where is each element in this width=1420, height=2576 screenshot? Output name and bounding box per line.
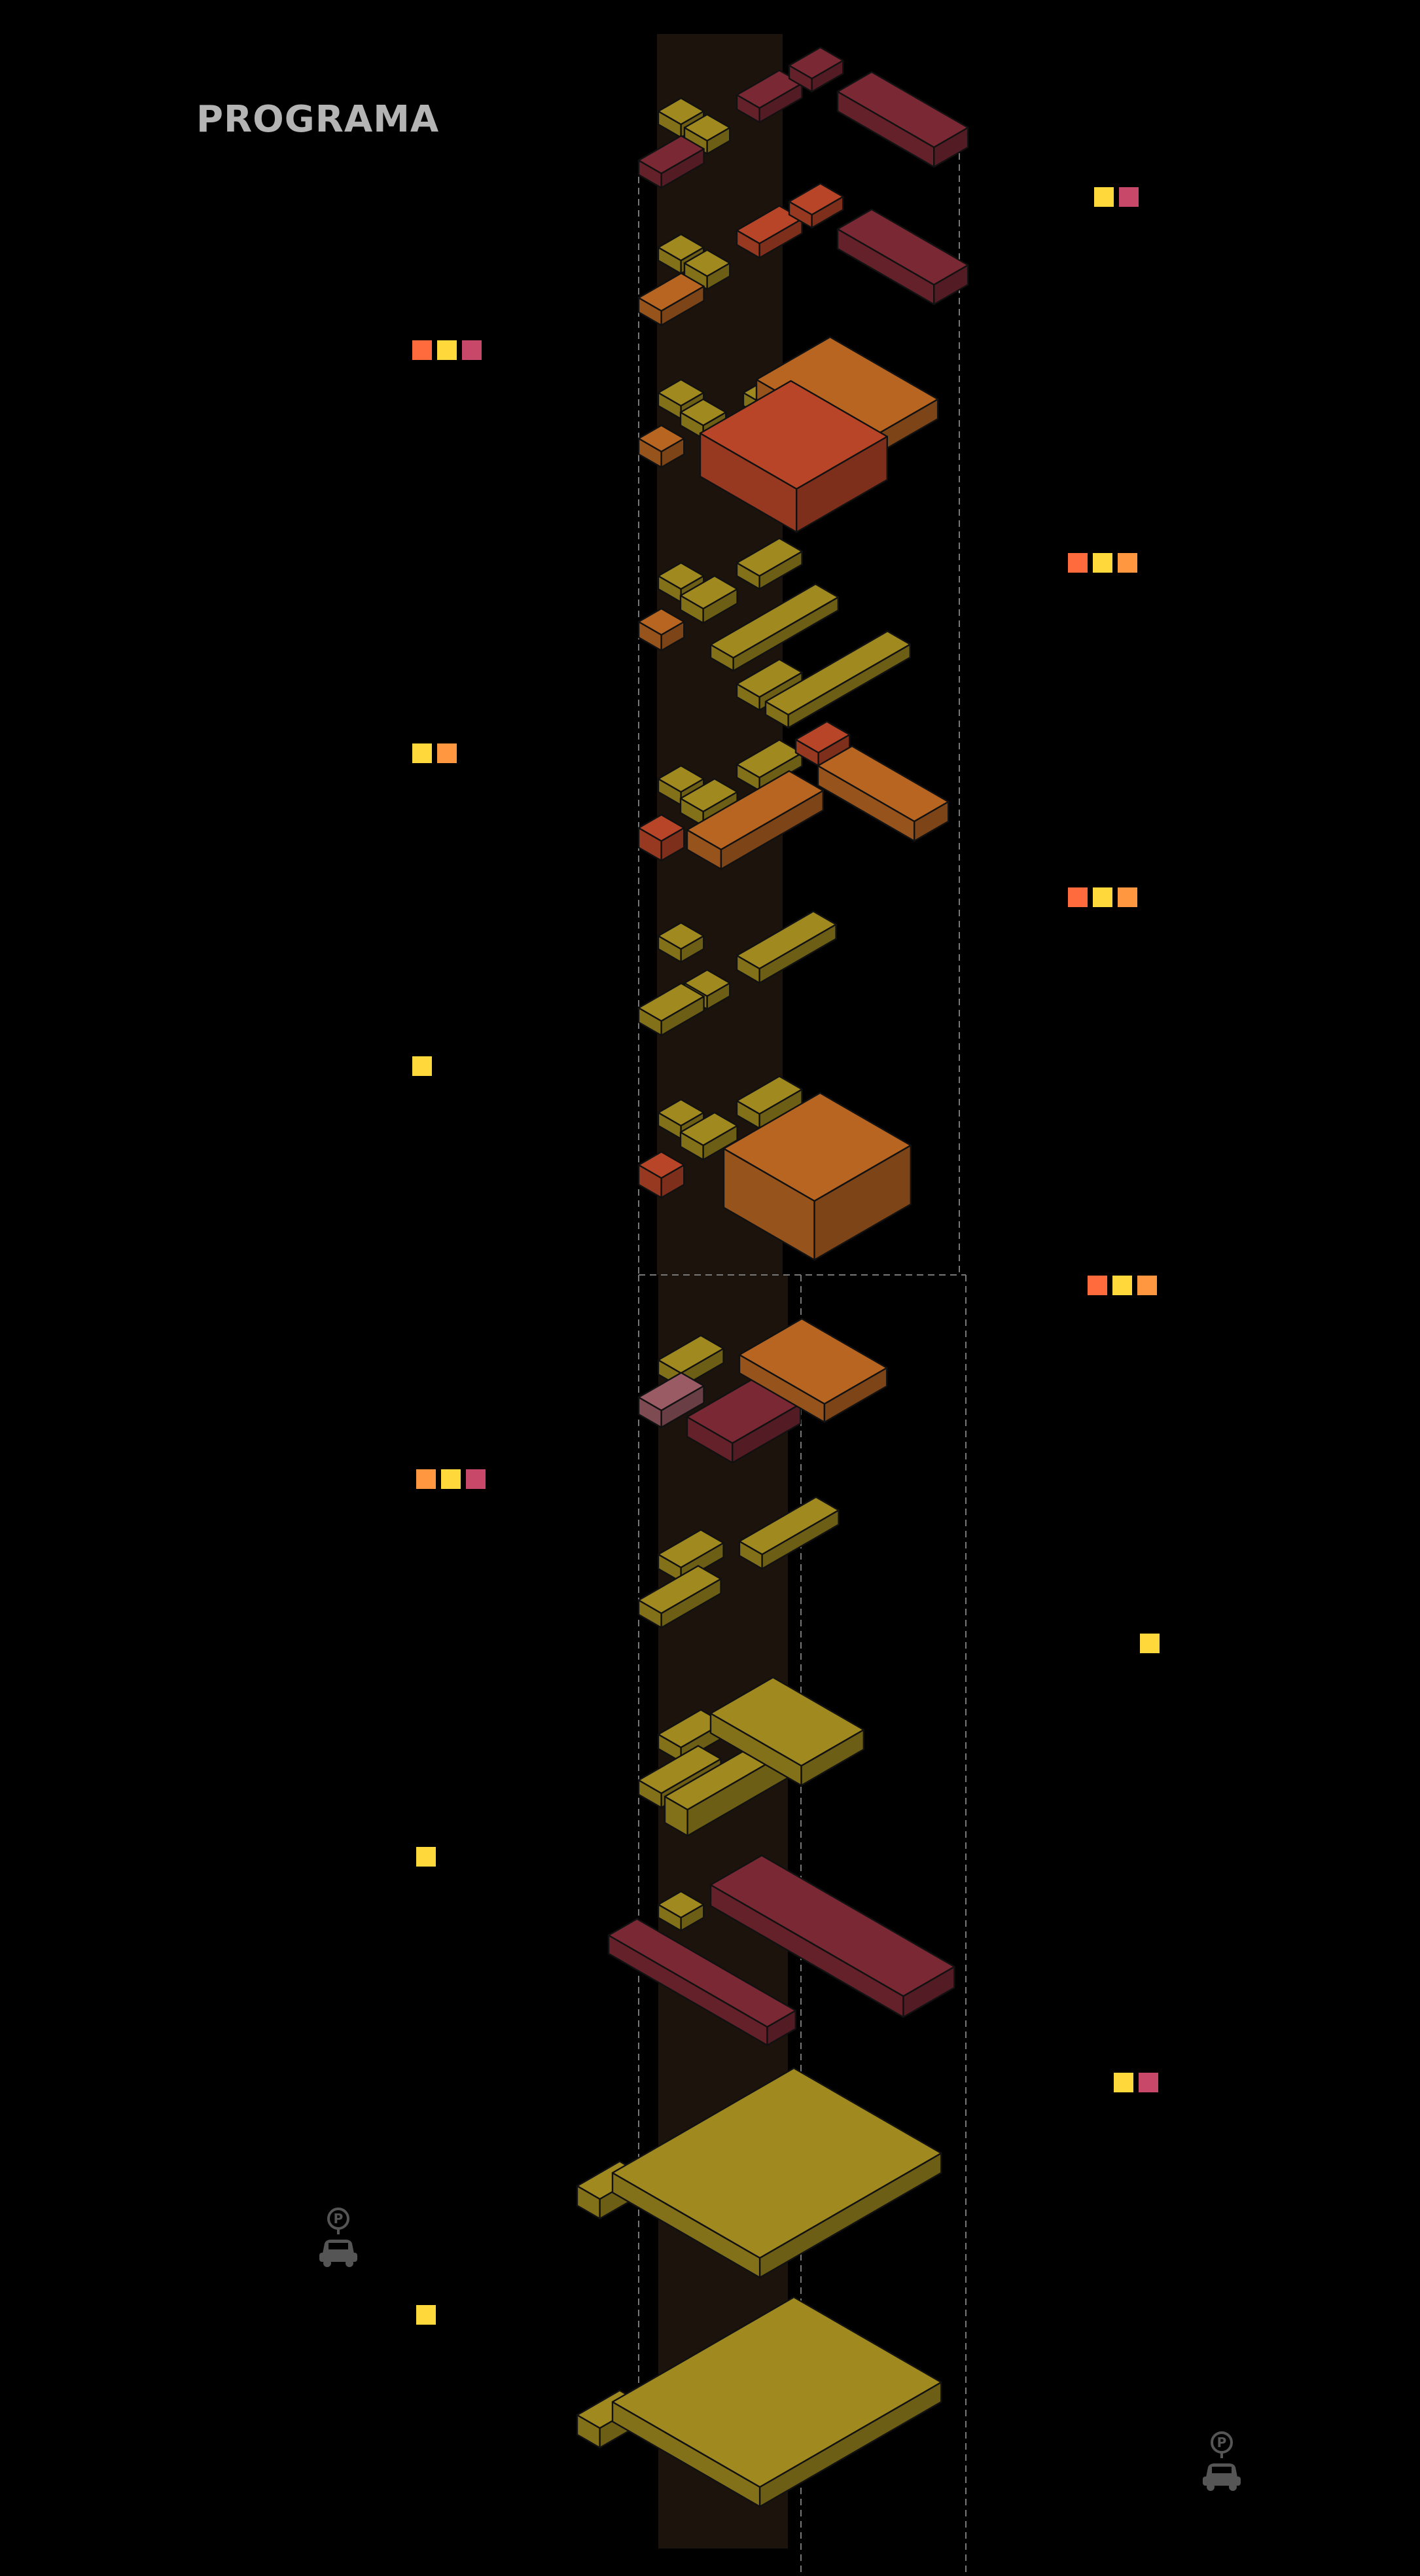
legend-floor-12 (416, 2305, 436, 2325)
legend-swatch-yellow (416, 2305, 436, 2325)
legend-swatch-yellow (412, 743, 432, 763)
legend-floor-05 (1068, 887, 1137, 907)
legend-swatch-orange (1118, 887, 1137, 907)
legend-swatch-pink (1139, 2073, 1158, 2092)
legend-floor-07 (1088, 1276, 1157, 1295)
legend-floor-06 (412, 1056, 432, 1076)
legend-swatch-orange (437, 743, 457, 763)
legend-swatch-yellow (1093, 553, 1112, 573)
legend-floor-03 (1068, 553, 1137, 573)
svg-text:P: P (334, 2211, 344, 2227)
legend-swatch-yellow (1112, 1276, 1132, 1295)
parking-icon: P (315, 2206, 361, 2271)
legend-swatch-red (1088, 1276, 1107, 1295)
legend-floor-02 (412, 340, 482, 360)
legend-swatch-yellow (416, 1847, 436, 1867)
legend-floor-11 (1114, 2073, 1158, 2092)
parking-icon: P (1199, 2429, 1245, 2495)
legend-floor-10 (416, 1847, 436, 1867)
legend-swatch-orange (416, 1469, 436, 1489)
legend-swatch-yellow (437, 340, 457, 360)
legend-swatch-pink (466, 1469, 486, 1489)
legend-swatch-red (1068, 553, 1088, 573)
legend-swatch-yellow (1093, 887, 1112, 907)
legend-swatch-red (412, 340, 432, 360)
legend-swatch-orange (1137, 1276, 1157, 1295)
legend-swatch-yellow (1114, 2073, 1133, 2092)
legend-swatch-pink (1119, 187, 1139, 207)
svg-text:P: P (1217, 2435, 1227, 2450)
legend-swatch-yellow (441, 1469, 461, 1489)
legend-floor-09 (1140, 1634, 1160, 1653)
legend-swatch-pink (462, 340, 482, 360)
legend-swatch-yellow (1140, 1634, 1160, 1653)
legend-swatch-red (1068, 887, 1088, 907)
legend-swatch-orange (1118, 553, 1137, 573)
legend-floor-08 (416, 1469, 486, 1489)
legend-floor-04 (412, 743, 457, 763)
legend-floor-01 (1094, 187, 1139, 207)
legend-swatch-yellow (412, 1056, 432, 1076)
legend-swatch-yellow (1094, 187, 1114, 207)
